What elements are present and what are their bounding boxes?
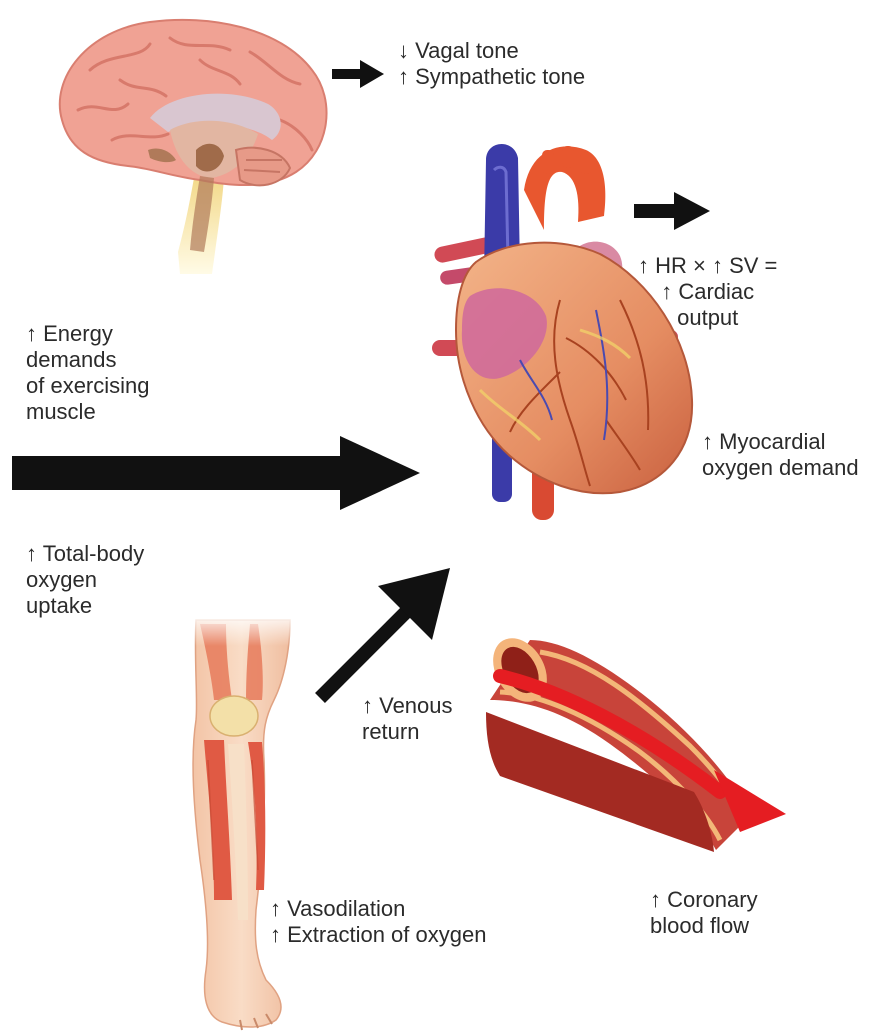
leg-effects-label: ↑ Vasodilation ↑ Extraction of oxygen	[270, 896, 486, 948]
coronary-flow-label: ↑ Coronary blood flow	[650, 887, 758, 939]
oxygen-uptake-label: ↑ Total-body oxygen uptake	[26, 541, 144, 619]
vagal-tone-text: ↓ Vagal tone	[398, 38, 585, 64]
venous-return-label: ↑ Venous return	[362, 693, 453, 745]
brain-illustration	[60, 20, 327, 274]
output-text: output	[638, 305, 777, 331]
brain-to-text-arrow	[332, 60, 384, 88]
autonomic-tone-label: ↓ Vagal tone ↑ Sympathetic tone	[398, 38, 585, 90]
cardiac-text: ↑ Cardiac	[638, 279, 777, 305]
hr-sv-text: ↑ HR × ↑ SV =	[638, 253, 777, 279]
leg-illustration	[190, 612, 300, 1030]
energy-demands-line: ↑ Energy	[26, 321, 150, 347]
myocardial-demand-line: ↑ Myocardial	[702, 429, 859, 455]
venous-return-line: return	[362, 719, 453, 745]
coronary-vessel-illustration	[482, 629, 786, 852]
oxygen-uptake-line: oxygen	[26, 567, 144, 593]
energy-demands-label: ↑ Energy demands of exercising muscle	[26, 321, 150, 425]
myocardial-demand-line: oxygen demand	[702, 455, 859, 481]
cardiac-output-label: ↑ HR × ↑ SV = ↑ Cardiac output	[638, 253, 777, 331]
cardiac-output-arrow	[634, 192, 710, 230]
energy-demands-line: demands	[26, 347, 150, 373]
oxygen-extraction-text: ↑ Extraction of oxygen	[270, 922, 486, 948]
heart-illustration	[432, 144, 692, 520]
oxygen-uptake-line: uptake	[26, 593, 144, 619]
myocardial-demand-label: ↑ Myocardial oxygen demand	[702, 429, 859, 481]
sympathetic-tone-text: ↑ Sympathetic tone	[398, 64, 585, 90]
coronary-flow-line: blood flow	[650, 913, 758, 939]
coronary-flow-line: ↑ Coronary	[650, 887, 758, 913]
vasodilation-text: ↑ Vasodilation	[270, 896, 486, 922]
venous-return-line: ↑ Venous	[362, 693, 453, 719]
energy-demands-line: of exercising	[26, 373, 150, 399]
venous-return-arrow	[320, 568, 450, 698]
oxygen-uptake-line: ↑ Total-body	[26, 541, 144, 567]
energy-demand-arrow	[12, 436, 420, 510]
energy-demands-line: muscle	[26, 399, 150, 425]
